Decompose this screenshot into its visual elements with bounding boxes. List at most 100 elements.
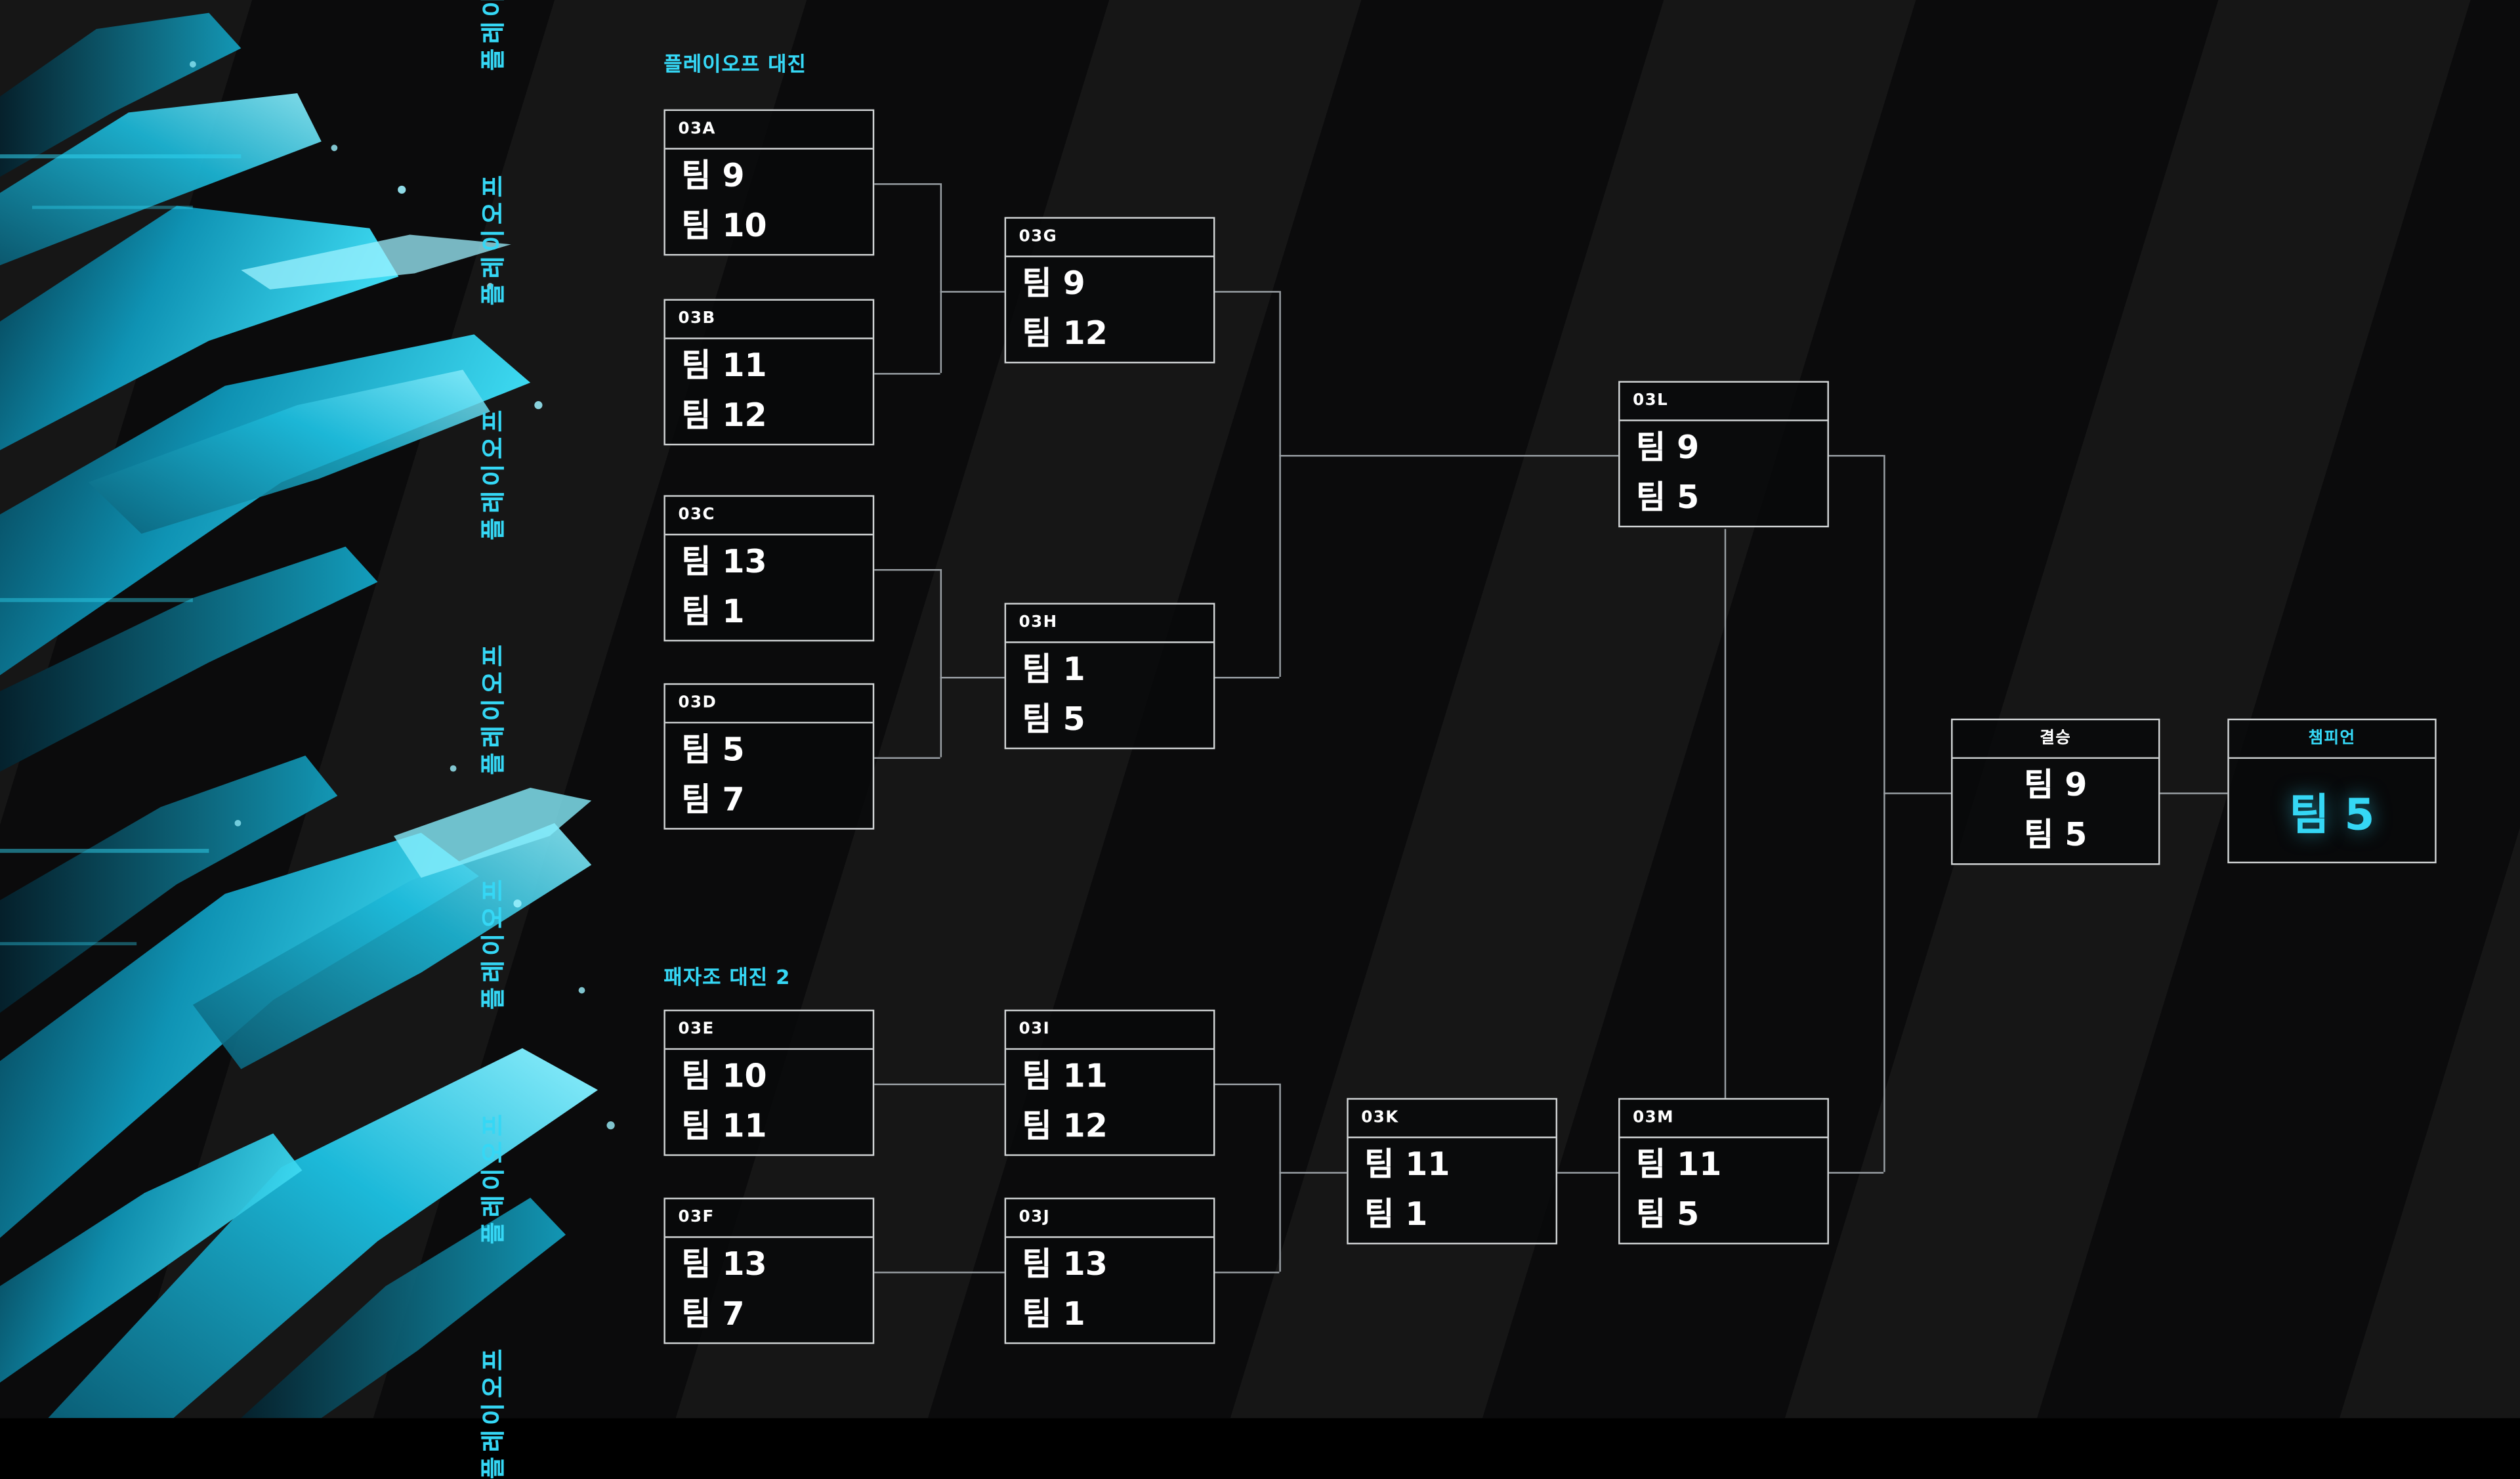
match-id: 03E bbox=[665, 1011, 873, 1050]
connector-line bbox=[1828, 1172, 1884, 1174]
connector-line bbox=[1724, 528, 1727, 1098]
match-03l[interactable]: 03L 팀 9 팀 5 bbox=[1618, 381, 1829, 528]
team-name: 팀 7 bbox=[681, 1294, 745, 1333]
connector-line bbox=[1557, 1172, 1619, 1174]
match-id: 03H bbox=[1006, 605, 1213, 643]
match-id: 03G bbox=[1006, 219, 1213, 257]
connector-line bbox=[874, 1083, 1005, 1086]
match-body: 팀 11 팀 12 bbox=[1006, 1050, 1213, 1154]
team-name: 팀 1 bbox=[1364, 1194, 1428, 1233]
marquee-text: 플레이오프 bbox=[478, 1344, 507, 1479]
match-body: 팀 9 팀 5 bbox=[1953, 759, 2158, 863]
marquee-text: 플레이오프 bbox=[478, 170, 507, 306]
marquee-text: 플레이오프 bbox=[478, 405, 507, 540]
team-name: 팀 5 bbox=[2024, 815, 2088, 854]
connector-line bbox=[874, 757, 940, 759]
team-name: 팀 11 bbox=[1364, 1144, 1450, 1184]
team-name: 팀 9 bbox=[2024, 765, 2088, 804]
match-03m[interactable]: 03M 팀 11 팀 5 bbox=[1618, 1098, 1829, 1245]
marquee-text: 플레이오프 bbox=[478, 0, 507, 71]
match-03j[interactable]: 03J 팀 13 팀 1 bbox=[1004, 1197, 1215, 1344]
match-body: 팀 5 팀 7 bbox=[665, 723, 873, 828]
connector-line bbox=[940, 291, 1005, 293]
final-label: 결승 bbox=[1952, 720, 2158, 759]
final-match[interactable]: 결승 팀 9 팀 5 bbox=[1951, 718, 2160, 865]
team-name: 팀 7 bbox=[681, 779, 745, 819]
match-id: 03F bbox=[665, 1199, 873, 1238]
lower-bracket-label: 패자조 대진 2 bbox=[663, 964, 791, 989]
champion-team-name: 팀 5 bbox=[2289, 790, 2375, 840]
connector-line bbox=[1279, 291, 1281, 677]
team-name: 팀 13 bbox=[681, 542, 767, 581]
team-name: 팀 1 bbox=[1022, 649, 1085, 689]
match-03g[interactable]: 03G 팀 9 팀 12 bbox=[1004, 217, 1215, 364]
match-id: 03B bbox=[665, 301, 873, 339]
match-id: 03C bbox=[665, 497, 873, 536]
team-name: 팀 9 bbox=[681, 156, 745, 195]
crystal-cluster-top bbox=[0, 12, 543, 772]
connector-line bbox=[940, 568, 942, 758]
crystal-cluster-bottom bbox=[0, 756, 615, 1419]
team-name: 팀 5 bbox=[1636, 1194, 1700, 1233]
connector-line bbox=[1215, 1083, 1280, 1086]
team-name: 팀 5 bbox=[681, 729, 745, 769]
match-id: 03I bbox=[1006, 1011, 1213, 1050]
team-name: 팀 1 bbox=[681, 591, 745, 631]
connector-line bbox=[940, 183, 942, 374]
team-name: 팀 10 bbox=[681, 1056, 767, 1095]
match-id: 03M bbox=[1620, 1100, 1828, 1138]
champion-label: 챔피언 bbox=[2229, 720, 2435, 759]
match-body: 팀 11 팀 1 bbox=[1349, 1138, 1556, 1243]
match-body: 팀 9 팀 5 bbox=[1620, 421, 1828, 526]
match-body: 팀 9 팀 10 bbox=[665, 150, 873, 254]
team-name: 팀 9 bbox=[1636, 427, 1700, 467]
team-name: 팀 1 bbox=[1022, 1294, 1085, 1333]
team-name: 팀 12 bbox=[1022, 313, 1108, 353]
team-name: 팀 11 bbox=[681, 1105, 767, 1145]
marquee-text: 플레이오프 bbox=[478, 639, 507, 775]
match-03k[interactable]: 03K 팀 11 팀 1 bbox=[1347, 1098, 1558, 1245]
connector-line bbox=[874, 568, 940, 571]
connector-line bbox=[1279, 455, 1619, 457]
connector-line bbox=[874, 183, 940, 185]
crystal-artwork bbox=[0, 12, 615, 1419]
match-body: 팀 11 팀 12 bbox=[665, 339, 873, 444]
connector-line bbox=[1279, 1172, 1347, 1174]
match-03e[interactable]: 03E 팀 10 팀 11 bbox=[663, 1009, 875, 1156]
match-03c[interactable]: 03C 팀 13 팀 1 bbox=[663, 495, 875, 642]
connector-line bbox=[1883, 792, 1952, 794]
match-body: 팀 9 팀 12 bbox=[1006, 257, 1213, 362]
connector-line bbox=[874, 1272, 1005, 1274]
vertical-marquee: 플레이오프 플레이오프 플레이오프 플레이오프 플레이오프 플레이오프 플레이오… bbox=[468, 0, 516, 1479]
team-name: 팀 13 bbox=[681, 1244, 767, 1283]
match-body: 팀 13 팀 7 bbox=[665, 1238, 873, 1342]
marquee-text: 플레이오프 bbox=[478, 874, 507, 1010]
team-name: 팀 13 bbox=[1022, 1244, 1108, 1283]
connector-line bbox=[1215, 1272, 1280, 1274]
team-name: 팀 12 bbox=[1022, 1105, 1108, 1145]
connector-line bbox=[1215, 677, 1280, 679]
match-03f[interactable]: 03F 팀 13 팀 7 bbox=[663, 1197, 875, 1344]
connector-line bbox=[940, 677, 1005, 679]
team-name: 팀 9 bbox=[1022, 263, 1085, 303]
connector-line bbox=[1828, 455, 1884, 457]
match-03h[interactable]: 03H 팀 1 팀 5 bbox=[1004, 603, 1215, 750]
match-id: 03K bbox=[1348, 1100, 1556, 1138]
connector-line bbox=[1883, 455, 1885, 1172]
match-03d[interactable]: 03D 팀 5 팀 7 bbox=[663, 683, 875, 830]
connector-line bbox=[1215, 291, 1280, 293]
match-body: 팀 1 팀 5 bbox=[1006, 643, 1213, 748]
match-body: 팀 13 팀 1 bbox=[665, 536, 873, 640]
team-name: 팀 5 bbox=[1022, 699, 1085, 739]
connector-line bbox=[2160, 792, 2228, 794]
match-03b[interactable]: 03B 팀 11 팀 12 bbox=[663, 299, 875, 446]
match-03a[interactable]: 03A 팀 9 팀 10 bbox=[663, 109, 875, 256]
connector-line bbox=[1279, 1083, 1281, 1272]
team-name: 팀 10 bbox=[681, 205, 767, 245]
connector-line bbox=[874, 373, 940, 375]
match-03i[interactable]: 03I 팀 11 팀 12 bbox=[1004, 1009, 1215, 1156]
champion-box: 챔피언 팀 5 bbox=[2227, 718, 2437, 864]
match-body: 팀 10 팀 11 bbox=[665, 1050, 873, 1154]
match-id: 03A bbox=[665, 111, 873, 150]
upper-bracket-label: 플레이오프 대진 bbox=[663, 51, 807, 76]
